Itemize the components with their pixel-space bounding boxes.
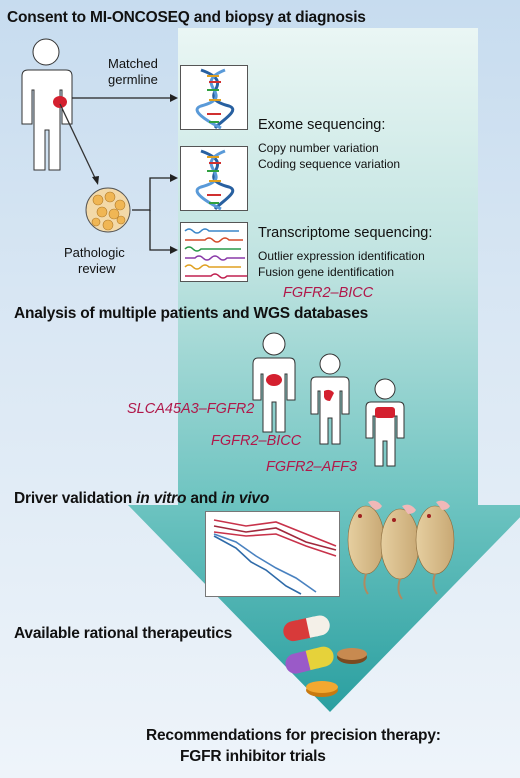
pathologic-label: Pathologic bbox=[64, 245, 125, 260]
fusion-label-fgfr2-bicc: FGFR2–BICC bbox=[211, 433, 302, 449]
heading-fgfr-trials: FGFR inhibitor trials bbox=[180, 748, 326, 765]
exome-item-cnv: Copy number variation bbox=[258, 141, 379, 155]
heading-driver-validation: Driver validation in vitro and in vivo bbox=[14, 490, 270, 507]
rna-transcripts-icon bbox=[184, 228, 247, 279]
dna-helix-icon bbox=[195, 68, 235, 130]
fusion-label-fgfr2-bicc-top: FGFR2–BICC bbox=[283, 285, 374, 301]
heading-analysis: Analysis of multiple patients and WGS da… bbox=[14, 305, 369, 322]
fusion-label-fgfr2-aff3: FGFR2–AFF3 bbox=[266, 459, 358, 475]
matched-label: Matched bbox=[108, 56, 158, 71]
transcriptome-item-outlier: Outlier expression identification bbox=[258, 249, 425, 263]
fusion-label-slca45a3-fgfr2: SLCA45A3–FGFR2 bbox=[127, 401, 255, 417]
exome-item-coding: Coding sequence variation bbox=[258, 157, 401, 171]
exome-title: Exome sequencing: bbox=[258, 117, 386, 133]
heading-consent: Consent to MI-ONCOSEQ and biopsy at diag… bbox=[7, 9, 366, 26]
dna-image-germline bbox=[180, 65, 248, 130]
growth-curves-icon bbox=[213, 519, 337, 595]
review-label: review bbox=[78, 261, 116, 276]
heading-recommendations: Recommendations for precision therapy: bbox=[146, 727, 441, 744]
dna-image-tumor bbox=[180, 146, 248, 211]
transcriptome-item-fusion: Fusion gene identification bbox=[258, 265, 395, 279]
germline-label: germline bbox=[108, 72, 158, 87]
rna-transcripts-image bbox=[180, 222, 248, 282]
growth-curve-plot bbox=[205, 511, 340, 597]
heading-therapeutics: Available rational therapeutics bbox=[14, 625, 233, 642]
dna-helix-icon bbox=[195, 149, 235, 211]
transcriptome-title: Transcriptome sequencing: bbox=[258, 225, 433, 241]
